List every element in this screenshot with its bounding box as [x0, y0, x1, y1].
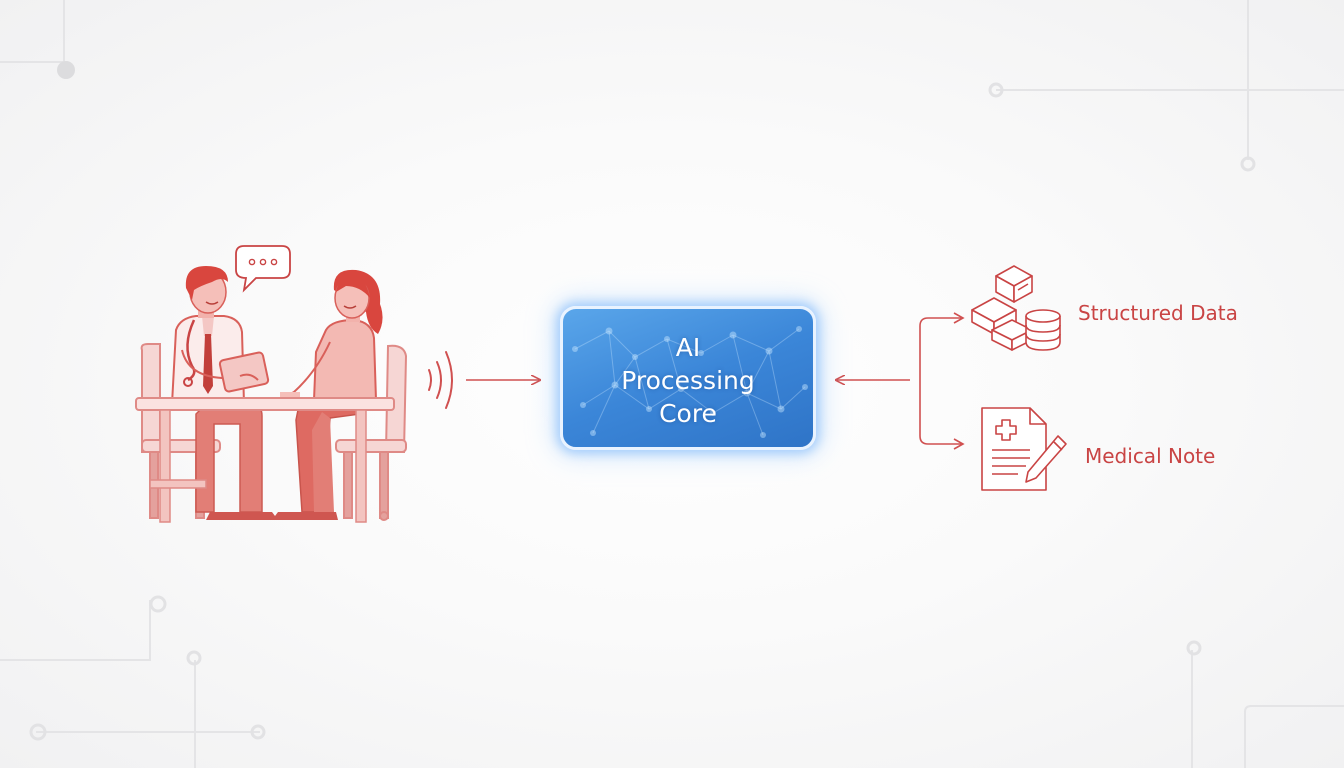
- output-branch-connector: [919, 317, 962, 445]
- medical-note-label: Medical Note: [1085, 444, 1216, 468]
- consultation-illustration: [135, 245, 408, 523]
- branch-arrowhead-bottom: [953, 438, 965, 450]
- branch-arrowhead-top: [953, 312, 965, 324]
- doctor-figure: [170, 266, 278, 520]
- patient-figure: [272, 269, 383, 520]
- ai-core-label: AI Processing Core: [621, 333, 755, 428]
- sound-waves-icon: [428, 351, 453, 409]
- patient-chair: [335, 344, 408, 521]
- structured-data-label: Structured Data: [1078, 301, 1238, 325]
- speech-bubble-icon: [235, 245, 291, 293]
- ai-processing-core-node: AI Processing Core: [560, 306, 816, 450]
- neural-network-pattern: [572, 326, 808, 438]
- database-icon: [971, 265, 1061, 351]
- consultation-table: [135, 397, 395, 523]
- medical-note-icon: [981, 407, 1067, 491]
